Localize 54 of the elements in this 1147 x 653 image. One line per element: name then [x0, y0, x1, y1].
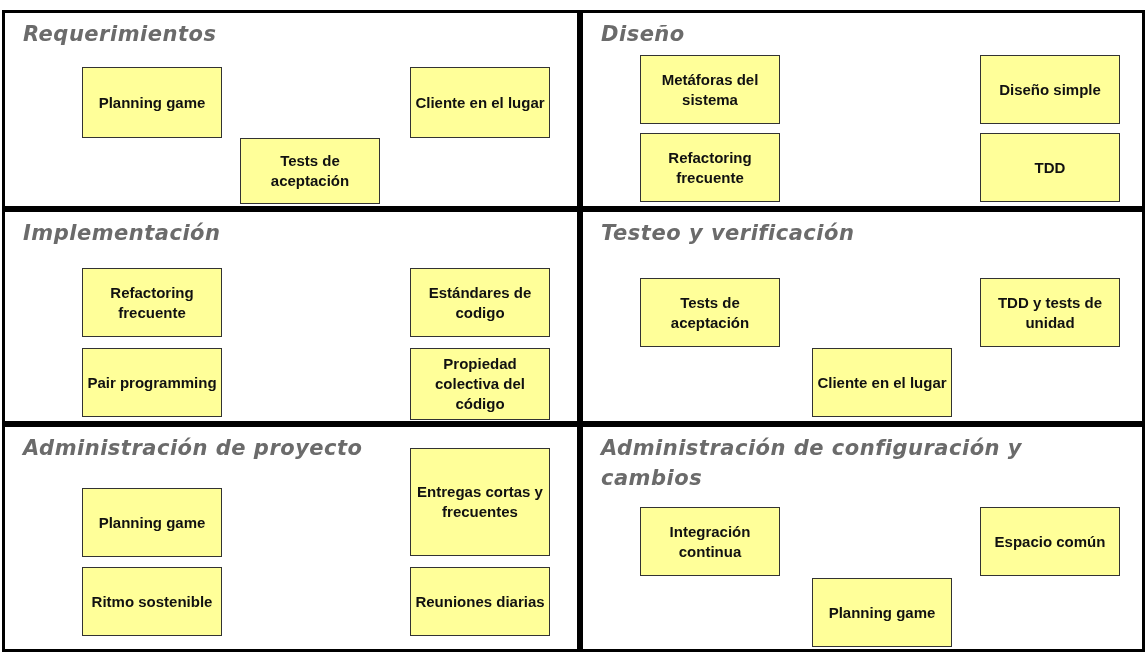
sticky-note — [640, 133, 780, 202]
sticky-note — [240, 138, 380, 204]
section-heading: Diseño — [601, 21, 686, 48]
section-panel — [580, 424, 1145, 652]
sticky-note — [82, 567, 222, 636]
section-panel — [2, 209, 580, 424]
sticky-note — [82, 67, 222, 138]
note-text: Cliente en el lugar — [817, 372, 947, 393]
note-text: Tests de aceptación — [669, 292, 751, 333]
sticky-note — [980, 55, 1120, 124]
note-text: Planning game — [828, 602, 936, 623]
note-text: Pair programming — [87, 372, 217, 393]
sticky-note — [410, 348, 550, 420]
note-text: Planning game — [98, 512, 206, 533]
sticky-note — [640, 278, 780, 347]
sticky-note — [410, 448, 550, 556]
sticky-note — [410, 268, 550, 337]
note-text: Refactoring frecuente — [667, 147, 753, 188]
sticky-note — [980, 507, 1120, 576]
sticky-note — [812, 348, 952, 417]
note-text: TDD y tests de unidad — [996, 292, 1104, 333]
note-text: Planning game — [98, 92, 206, 113]
section-heading: Administración de proyecto — [23, 435, 364, 462]
note-text: Estándares de codigo — [427, 282, 533, 323]
sticky-note — [980, 278, 1120, 347]
sticky-note — [82, 268, 222, 337]
sticky-note — [812, 578, 952, 647]
note-text: Tests de aceptación — [269, 151, 351, 191]
note-text: Ritmo sostenible — [91, 591, 213, 612]
sticky-note — [82, 488, 222, 557]
note-text: Metáforas del sistema — [660, 69, 760, 110]
sticky-note — [640, 507, 780, 576]
note-text: Refactoring frecuente — [109, 282, 195, 323]
section-panel — [580, 10, 1145, 209]
section-heading: Requerimientos — [23, 21, 218, 48]
note-text: Diseño simple — [999, 79, 1101, 100]
note-text: Integración continua — [668, 521, 752, 562]
section-panel — [580, 209, 1145, 424]
note-text: Propiedad colectiva del código — [433, 354, 526, 414]
section-panel — [2, 424, 580, 652]
sticky-note — [980, 133, 1120, 202]
note-text: TDD — [1034, 157, 1066, 178]
section-panel — [2, 10, 580, 209]
note-text: Espacio común — [994, 531, 1106, 552]
note-text: Reuniones diarias — [415, 591, 545, 612]
section-heading: Administración de configuración y cambios — [601, 435, 1024, 492]
sticky-note — [82, 348, 222, 417]
note-text: Entregas cortas y frecuentes — [416, 482, 544, 522]
sticky-note — [410, 567, 550, 636]
sticky-note — [640, 55, 780, 124]
section-heading: Testeo y verificación — [601, 220, 856, 247]
sticky-note — [410, 67, 550, 138]
section-heading: Implementación — [23, 220, 222, 247]
note-text: Cliente en el lugar — [415, 92, 545, 113]
